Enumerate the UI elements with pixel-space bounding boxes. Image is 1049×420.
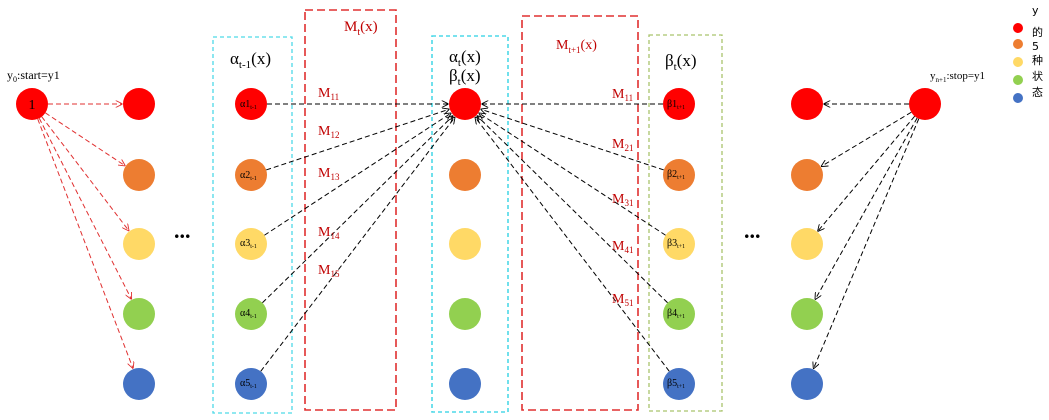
m-left-label: M11 [318,86,339,102]
beta-state-node [663,88,695,120]
beta-t-box [648,34,723,412]
beta-state-node [663,228,695,260]
left-state-node [123,228,155,260]
alpha-edge [262,116,452,304]
nodes [16,88,941,400]
start-node-label: 1 [29,98,36,113]
right-state-node [791,298,823,330]
right-state-node [791,88,823,120]
alpha-prev-box [212,36,293,414]
alpha-node-label: α3t-1 [240,238,257,250]
beta-state-node [663,159,695,191]
m-left-label: M15 [318,263,340,279]
alpha-edge [264,113,450,236]
alpha-state-node [235,368,267,400]
left-state-node [123,159,155,191]
alpha-node-label: α1t-1 [240,99,257,111]
beta-node-labels: β1t+1 β2t+1 β3t+1 β4t+1 β5t+1 [667,99,685,390]
alpha-node-labels: α1t-1 α2t-1 α3t-1 α4t-1 α5t-1 [240,99,257,390]
legend-dot [1013,23,1023,33]
beta-edge [475,118,670,372]
alpha-edge [266,109,449,171]
stop-node [909,88,941,120]
alpha-state-node [235,159,267,191]
alpha-node-label: α4t-1 [240,308,257,320]
start-edge [41,116,129,231]
beta-t-center-title: βt(x) [449,66,481,88]
m-t1-box [521,15,639,411]
alpha-state-node [235,88,267,120]
beta-node-label: β3t+1 [667,238,685,250]
beta-edge [477,116,668,304]
beta-node-label: β5t+1 [667,378,685,390]
stop-edge [815,117,918,299]
m-left-label: M14 [318,225,340,241]
m-left-label: M12 [318,124,339,140]
beta-node-label: β4t+1 [667,308,685,320]
m-left-labels: M11 M12 M13 M14 M15 [318,86,340,279]
m-right-labels: M11 M21 M31 M41 M51 [612,87,633,308]
start-edge [37,118,133,368]
center-state-node [449,88,481,120]
m-right-label: M11 [612,87,633,103]
legend-text: 态 [1032,86,1043,99]
start-label: y0:start=y1 [7,68,60,84]
alpha-edge [260,118,455,372]
beta-node-label: β2t+1 [667,169,685,181]
legend-text: 的 [1032,25,1043,39]
stop-edge [814,118,920,369]
right-state-node [791,368,823,400]
m-t1-title: Mt+1(x) [556,38,597,55]
start-edge [45,112,125,166]
edges [37,104,920,372]
alpha-node-label: α5t-1 [240,378,257,390]
legend-text: y [1032,4,1039,17]
center-state-node [449,298,481,330]
beta-t-title: βt(x) [665,51,697,73]
beta-node-label: β1t+1 [667,99,685,111]
center-state-node [449,228,481,260]
beta-edge [481,109,664,171]
right-state-node [791,228,823,260]
m-t-title: Mt(x) [344,19,378,38]
stop-edge [818,115,916,231]
legend-dot [1013,93,1023,103]
center-state-node [449,368,481,400]
alpha-prev-title: αt-1(x) [230,49,271,71]
beta-state-node [663,368,695,400]
legend-text: 种 [1032,53,1043,67]
start-node [16,88,48,120]
m-right-label: M41 [612,239,633,255]
right-state-node [791,159,823,191]
center-state-node [449,159,481,191]
m-right-label: M31 [612,192,633,208]
alpha-state-node [235,228,267,260]
left-state-node [123,368,155,400]
alpha-node-label: α2t-1 [240,170,257,182]
legend-dot [1013,57,1023,67]
center-box [431,35,509,413]
m-left-label: M13 [318,166,340,182]
legend-text: 状 [1032,69,1043,83]
m-right-label: M51 [612,292,633,308]
m-t-box [304,9,397,411]
start-edge [38,118,131,299]
stop-label: yn+1:stop=y1 [930,70,985,84]
alpha-t-title: αt(x) [449,47,481,69]
m-right-label: M21 [612,137,633,153]
alpha-state-node [235,298,267,330]
left-state-node [123,298,155,330]
left-ellipsis: ... [174,218,191,243]
beta-state-node [663,298,695,330]
right-ellipsis: ... [744,218,761,243]
legend-dot [1013,39,1023,49]
legend-text: 5 [1032,40,1039,53]
stop-edge [822,111,912,166]
legend-dot [1013,75,1023,85]
left-state-node [123,88,155,120]
beta-edge [479,113,666,236]
